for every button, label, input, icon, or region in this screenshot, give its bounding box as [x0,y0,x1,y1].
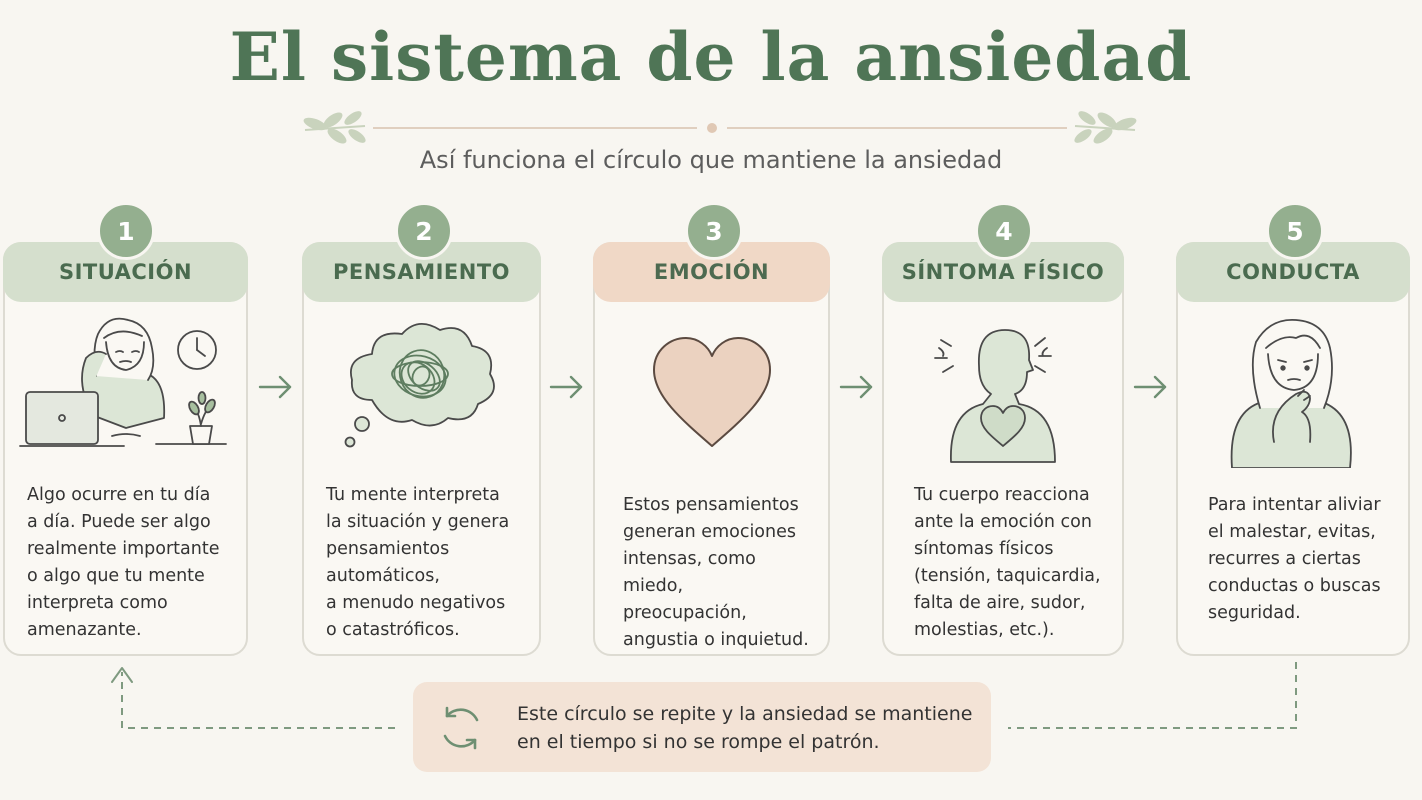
step-card-conducta: CONDUCTA Para intentar aliviar el malest… [1176,242,1410,656]
step-number-badge: 1 [97,202,155,260]
step-number-badge: 3 [685,202,743,260]
step-title: EMOCIÓN [593,242,830,302]
step-title: SÍNTOMA FÍSICO [882,242,1124,302]
step-card-emocion: EMOCIÓN Estos pensamientos generan emoci… [593,242,830,656]
step-description: Algo ocurre en tu día a día. Puede ser a… [27,485,220,640]
worried-person-icon [1230,319,1352,468]
leaf-divider-ornament [303,111,1137,144]
cycle-arrows-icon [443,706,479,750]
step-number-badge: 2 [395,202,453,260]
page-title: El sistema de la ansiedad [229,18,1193,96]
heart-icon [652,337,771,447]
step-description: Tu mente interpreta la situación y gener… [326,485,510,640]
page-subtitle: Así funciona el círculo que mantiene la … [419,146,1003,174]
arrow-right-icon [549,375,583,399]
step-description: Tu cuerpo reacciona ante la emoción con … [914,485,1101,640]
arrow-right-icon [258,375,292,399]
step-number-badge: 4 [975,202,1033,260]
body-heart-icon [934,329,1056,463]
cycle-info-text: Este círculo se repite y la ansiedad se … [517,703,973,753]
thought-cloud-icon [344,323,495,448]
step-card-pensamiento: PENSAMIENTO Tu mente interpreta la situa… [302,242,541,656]
arrow-right-icon [1133,375,1167,399]
cycle-info-box: Este círculo se repite y la ansiedad se … [413,682,991,772]
step-card-situacion: SITUACIÓN [3,242,248,656]
arrow-right-icon [839,375,873,399]
step-description: Estos pensamientos generan emociones int… [623,495,809,650]
step-description: Para intentar aliviar el malestar, evita… [1208,495,1381,623]
person-laptop-clock-icon [18,317,227,447]
step-number-badge: 5 [1266,202,1324,260]
step-card-sintoma-fisico: SÍNTOMA FÍSICO Tu cuerpo reacciona ante … [882,242,1124,656]
